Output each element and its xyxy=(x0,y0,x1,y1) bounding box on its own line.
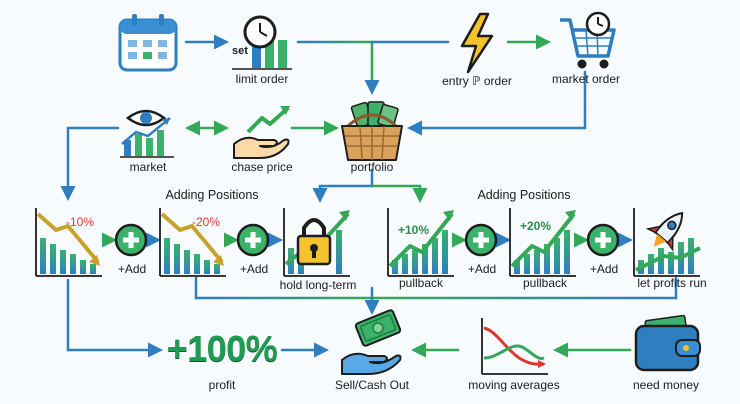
uptrend-chart-icon-2 xyxy=(509,208,576,277)
moving-averages-chart-icon xyxy=(481,318,548,375)
arrow-market-downtrend xyxy=(60,126,120,201)
downtrend-chart-icon-2 xyxy=(159,208,226,277)
arrow-market-portfolio xyxy=(407,70,587,136)
uptrend-chart-icon xyxy=(387,208,454,277)
arrow-row-left-to-sell xyxy=(194,276,380,315)
add-label-3: +Add xyxy=(467,262,497,276)
market-label: market xyxy=(129,160,167,174)
hold-long-term-label: hold long-term xyxy=(279,278,357,292)
downtrend-chart-icon xyxy=(35,208,102,277)
connectors xyxy=(60,34,678,358)
arrow-portfolio-pullback xyxy=(370,184,428,203)
minus10-label: -10% xyxy=(66,215,94,229)
adding-positions-header-left: Adding Positions xyxy=(165,188,259,202)
profit-label: profit xyxy=(208,378,236,392)
profit-percentage: +100% xyxy=(166,328,278,369)
calendar-icon xyxy=(118,14,178,72)
pullback-label-2: pullback xyxy=(522,276,568,290)
cash-hand-icon xyxy=(341,309,402,375)
adding-positions-header-right: Adding Positions xyxy=(477,188,571,202)
arrow-row-right-to-sell xyxy=(370,276,678,300)
add-label-2: +Add xyxy=(239,262,269,276)
plus20-label: +20% xyxy=(520,219,551,233)
entry-order-label: entry ℙ order xyxy=(442,74,512,88)
rocket-chart-icon xyxy=(633,208,701,277)
lightning-icon xyxy=(460,12,494,74)
eye-chart-icon xyxy=(120,109,174,158)
plus10-label: +10% xyxy=(398,223,429,237)
lock-chart-icon xyxy=(283,208,350,277)
wallet-icon xyxy=(634,314,701,372)
add-label-1: +Add xyxy=(117,262,147,276)
shopping-cart-icon xyxy=(560,11,616,69)
minus20-label: -20% xyxy=(192,215,220,229)
clock-chart-icon xyxy=(232,15,292,70)
hand-arrow-icon xyxy=(233,106,290,159)
market-order-label: market order xyxy=(551,72,621,86)
add-label-4: +Add xyxy=(589,262,619,276)
moving-averages-label: moving averages xyxy=(468,378,560,392)
pullback-label-1: pullback xyxy=(398,276,444,290)
arrow-limit-portfolio xyxy=(296,40,380,95)
need-money-label: need money xyxy=(632,378,700,392)
basket-icon xyxy=(341,101,403,161)
let-profits-run-label: let profits run xyxy=(637,276,707,290)
plus-circle-icon xyxy=(464,223,498,257)
arrow-portfolio-hold xyxy=(312,168,374,203)
set-label: set xyxy=(232,45,248,57)
arrow-downtrend-profit xyxy=(66,278,163,358)
limit-order-label: limit order xyxy=(235,72,289,86)
sell-cash-out-label: Sell/Cash Out xyxy=(334,378,410,392)
plus-circle-icon xyxy=(114,223,148,257)
plus-circle-icon xyxy=(236,223,270,257)
portfolio-label: portfolio xyxy=(350,160,394,174)
plus-circle-icon xyxy=(586,223,620,257)
chase-price-label: chase price xyxy=(231,160,293,174)
